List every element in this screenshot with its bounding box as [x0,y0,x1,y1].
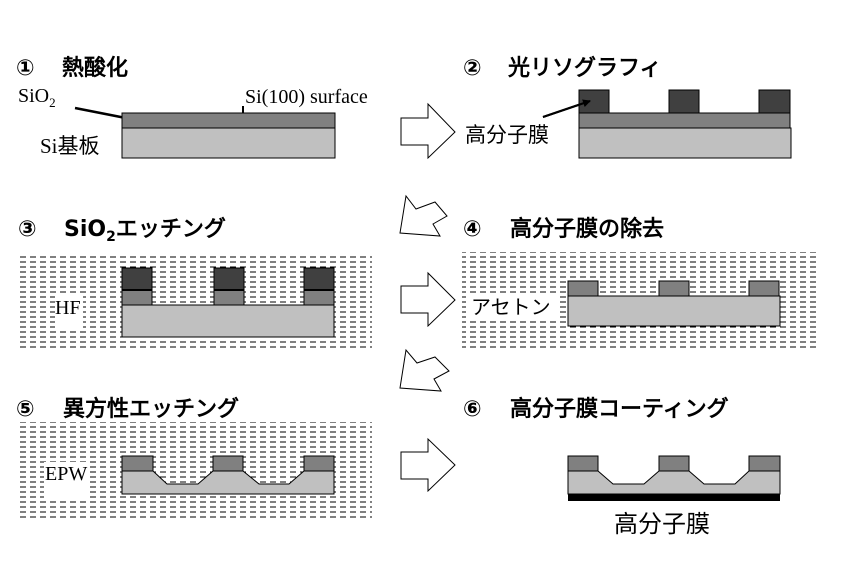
step-1: ① 熱酸化 SiO2 Si(100) surface Si基板 [16,55,368,159]
resist-block [121,267,153,291]
resist-block [758,89,791,114]
resist-block [578,89,610,114]
step-6-title: 高分子膜コーティング [510,396,729,422]
arrow-right-icon [400,102,456,160]
oxide-label: SiO2 [18,85,56,110]
etchant-label: EPW [45,463,87,485]
sio2-block [303,455,335,472]
arrow-right-icon [400,271,456,328]
label-background [55,296,83,330]
label-background [470,294,558,320]
step-3-number: ③ [18,217,37,242]
sio2-block [658,455,690,472]
resist-label: 高分子膜 [465,123,549,147]
label-background [44,462,86,498]
si-substrate-etched [567,470,781,495]
sio2-block [213,289,245,306]
si-substrate [578,127,792,159]
sio2-block [658,280,690,297]
step-1-number: ① [16,56,35,81]
arrow-down-left-icon [399,194,448,237]
step-2-number: ② [463,56,482,81]
step-4-number: ④ [463,217,482,242]
sio2-block [303,289,335,306]
step-3: ③ SiO2エッチング HF [16,216,372,348]
step-5-number: ⑤ [16,397,35,422]
resist-block [303,267,335,291]
sio2-layer [578,112,791,129]
sio2-block [121,289,153,306]
step-5: ⑤ 異方性エッチング EPW [16,396,372,518]
step-2-title: 光リソグラフィ [507,55,662,81]
resist-block [213,267,245,291]
step-4: ④ 高分子膜の除去 アセトン [462,216,817,348]
si-substrate [121,127,336,159]
step-4-title: 高分子膜の除去 [510,216,664,242]
step-2: ② 光リソグラフィ 高分子膜 [463,55,792,159]
sio2-block [121,455,154,472]
step-3-title: SiO2エッチング [64,216,226,245]
sio2-block [212,455,244,472]
step-6-number: ⑥ [463,397,482,422]
polymer-film-coating [568,494,780,501]
sio2-block [567,455,599,472]
step-6: ⑥ 高分子膜コーティング 高分子膜 [463,396,781,538]
sio2-block [748,455,781,472]
sio2-layer [121,112,336,129]
surface-label: Si(100) surface [245,86,368,108]
solvent-label: アセトン [471,295,551,319]
si-substrate-etched [121,470,335,495]
sio2-block [748,280,780,297]
resist-block [668,89,700,114]
coating-label: 高分子膜 [614,510,710,538]
arrow-down-left-icon [399,348,450,392]
si-substrate [121,304,335,338]
step-1-title: 熱酸化 [62,55,128,81]
etchant-label: HF [55,297,81,319]
si-substrate [567,295,781,327]
step-5-title: 異方性エッチング [63,396,239,422]
sio2-block [567,280,599,297]
resist-pointer-arrow-overlay [542,99,591,118]
substrate-label: Si基板 [40,134,100,158]
arrow-right-icon [400,437,456,493]
